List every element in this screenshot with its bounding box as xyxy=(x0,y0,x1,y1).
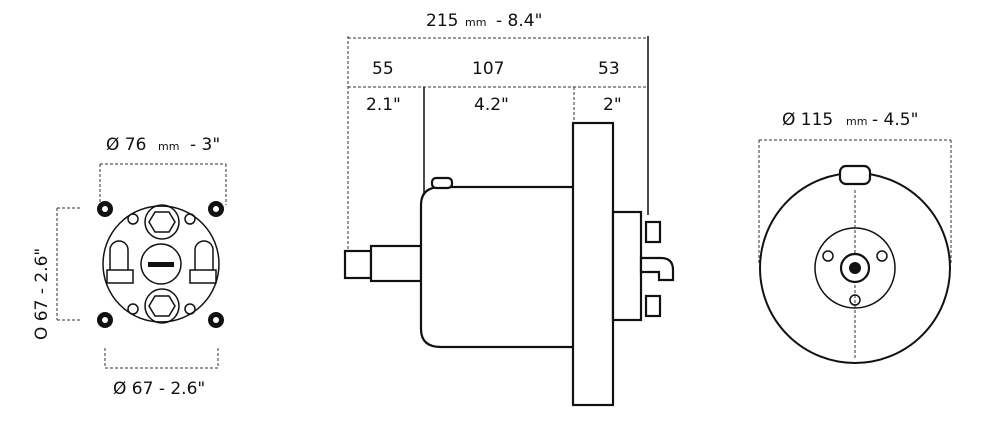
screw-icon xyxy=(822,250,834,262)
rear-dim-unit: mm xyxy=(846,115,867,128)
screw-icon xyxy=(876,250,888,262)
shaft-nut xyxy=(343,249,373,280)
front-side-dim: O 67 - 2.6" xyxy=(32,248,52,340)
pump-body xyxy=(419,185,576,349)
rear-dim-value: Ø 115 xyxy=(782,110,833,130)
screw-icon xyxy=(849,294,861,306)
screw-icon xyxy=(184,303,196,315)
segment-mm-2: 107 xyxy=(472,59,504,79)
fitting-nut xyxy=(644,294,662,318)
fitting-right xyxy=(194,240,214,270)
hex-port-bottom xyxy=(144,288,180,324)
shaft xyxy=(369,244,423,283)
hex-nut-icon xyxy=(148,295,176,317)
segment-in-3: 2" xyxy=(603,95,622,115)
bolt-icons xyxy=(97,201,224,328)
fitting-nut xyxy=(189,269,217,284)
front-view: Ø 76 mm - 3" O 67 - 2.6" Ø 67 - 2.6" xyxy=(32,135,227,399)
rear-inner-circle xyxy=(814,227,896,309)
hex-port-top xyxy=(144,204,180,240)
screw-icon xyxy=(184,213,196,225)
segment-in-2: 4.2" xyxy=(474,95,509,115)
fitting-left xyxy=(109,240,129,270)
logo-circle xyxy=(140,243,182,285)
front-body-circle xyxy=(102,205,220,323)
segment-mm-1: 55 xyxy=(372,59,394,79)
rear-view: Ø 115 mm - 4.5" xyxy=(758,110,952,364)
elbow-fitting xyxy=(639,256,675,282)
segment-in-1: 2.1" xyxy=(366,95,401,115)
front-top-dim-unit: mm xyxy=(158,140,179,153)
front-top-dim-imperial: - 3" xyxy=(190,135,220,155)
side-view: 215 mm - 8.4" 55 107 53 2.1" 4.2" 2" xyxy=(343,11,675,407)
rear-block xyxy=(611,210,643,322)
front-bottom-dim: Ø 67 - 2.6" xyxy=(113,379,205,399)
segment-mm-3: 53 xyxy=(598,59,620,79)
screw-icon xyxy=(127,213,139,225)
shaft-center xyxy=(849,262,861,274)
hex-nut-icon xyxy=(148,211,176,233)
side-total-dim-imperial: - 8.4" xyxy=(496,11,542,31)
fitting-nut xyxy=(644,220,662,244)
filler-cap xyxy=(430,176,454,190)
screw-icon xyxy=(127,303,139,315)
fitting-nut xyxy=(106,269,134,284)
rear-filler-cap xyxy=(838,164,872,186)
mounting-flange xyxy=(571,121,615,407)
logo-mark xyxy=(148,262,174,267)
side-total-dim-value: 215 xyxy=(426,11,458,31)
rear-dim-imperial: - 4.5" xyxy=(872,110,918,130)
side-total-dim-unit: mm xyxy=(465,16,486,29)
front-top-dim-value: Ø 76 xyxy=(106,135,146,155)
